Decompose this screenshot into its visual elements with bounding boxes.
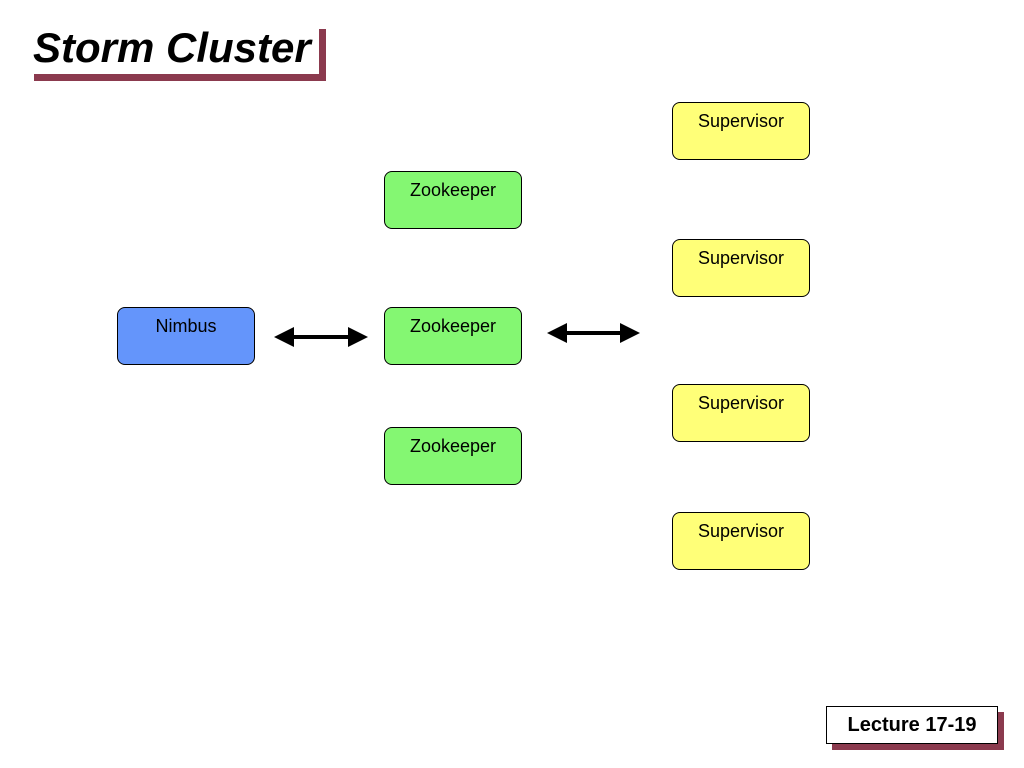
supervisor-node-1: Supervisor xyxy=(672,102,810,160)
zookeeper-node-2: Zookeeper xyxy=(384,307,522,365)
title-box: Storm Cluster xyxy=(27,22,319,74)
lecture-label: Lecture 17-19 xyxy=(847,713,977,736)
zookeeper-label: Zookeeper xyxy=(409,316,497,336)
nimbus-label: Nimbus xyxy=(155,316,217,336)
supervisor-node-4: Supervisor xyxy=(672,512,810,570)
zookeeper-node-1: Zookeeper xyxy=(384,171,522,229)
nimbus-node: Nimbus xyxy=(117,307,255,365)
supervisor-label: Supervisor xyxy=(697,248,785,268)
supervisor-label: Supervisor xyxy=(697,521,785,541)
supervisor-node-2: Supervisor xyxy=(672,239,810,297)
supervisor-label: Supervisor xyxy=(697,393,785,413)
supervisor-node-3: Supervisor xyxy=(672,384,810,442)
supervisor-label: Supervisor xyxy=(697,111,785,131)
zookeeper-node-3: Zookeeper xyxy=(384,427,522,485)
zookeeper-label: Zookeeper xyxy=(409,436,497,456)
slide-title: Storm Cluster xyxy=(33,24,311,71)
zookeeper-label: Zookeeper xyxy=(409,180,497,200)
arrow-nimbus-zookeeper xyxy=(274,327,368,347)
arrow-zookeeper-supervisors xyxy=(547,323,640,343)
lecture-footer: Lecture 17-19 xyxy=(826,706,998,744)
